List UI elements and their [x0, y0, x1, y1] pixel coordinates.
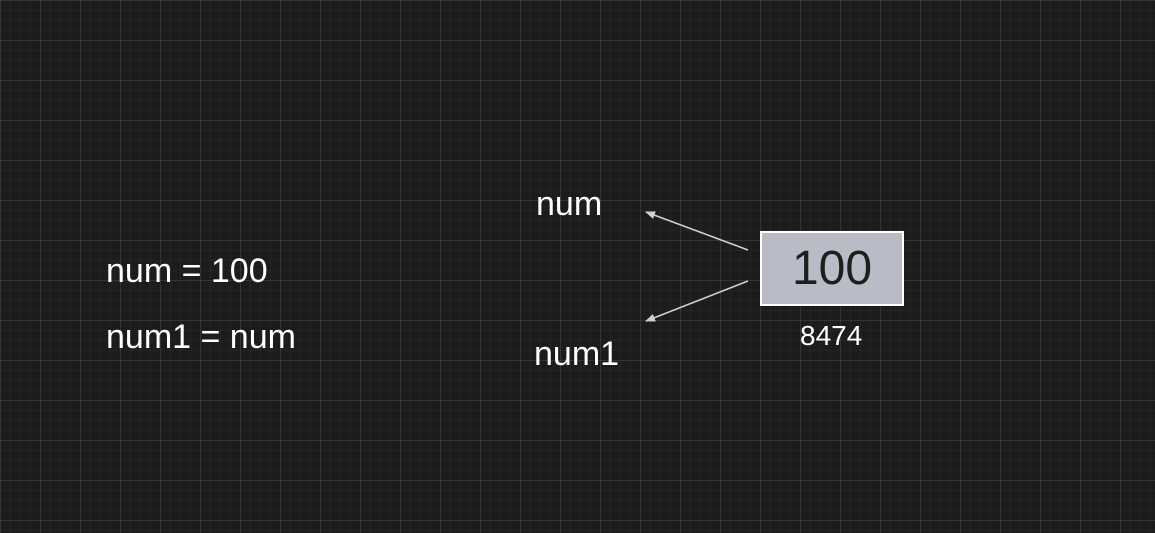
arrow-to-num: [645, 211, 749, 251]
code-line-assign-num: num = 100: [106, 252, 268, 290]
variable-label-num1: num1: [534, 335, 620, 373]
variable-label-num: num: [536, 185, 603, 223]
object-value: 100: [791, 241, 873, 295]
arrow-to-num1: [645, 280, 749, 322]
object-value-box: 100: [760, 231, 904, 306]
object-address: 8474: [800, 320, 863, 351]
code-line-assign-num1: num1 = num: [106, 318, 296, 356]
